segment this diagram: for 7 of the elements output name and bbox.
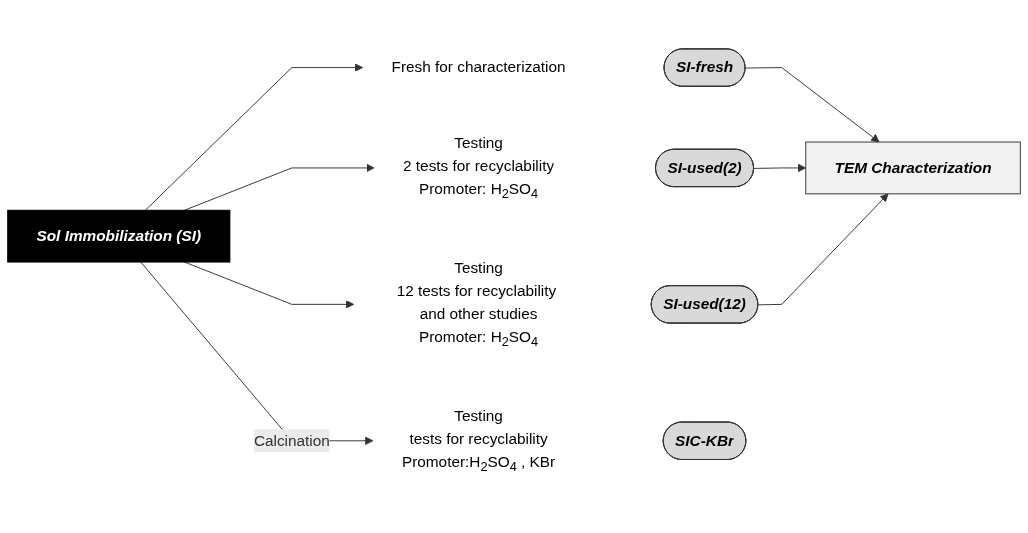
node-box: Sol Immobilization (SI) — [7, 209, 231, 263]
node-text: Testing tests for recyclability Promoter:H$_{2}$SO$_{4}$ , KBr — [401, 407, 556, 475]
node-text: Testing 2 tests for recyclability Promoter: H$_{2}$SO$_{4}$ — [403, 134, 555, 202]
node-text: Testing 12 tests for recyclability and other studies Promoter: H$_{2}$SO$_{4}$ — [396, 259, 557, 350]
edge-label: Calcination — [253, 432, 330, 449]
node-box: TEM Characterization — [805, 141, 1021, 195]
node-text: Fresh for characterization — [391, 58, 566, 76]
